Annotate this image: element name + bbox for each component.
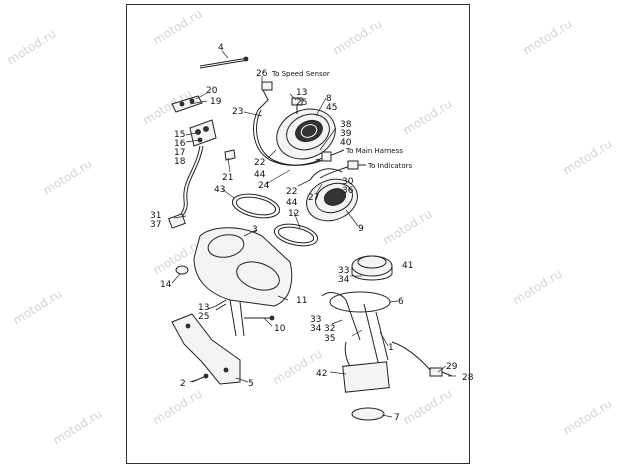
callout-35: 35 — [324, 334, 335, 344]
callout-38: 38 — [340, 120, 352, 130]
callout-34-lower: 34 — [310, 324, 322, 334]
callout-11: 11 — [296, 296, 307, 306]
part-41-sender-cap — [351, 255, 393, 281]
callout-44-upper: 44 — [254, 170, 266, 180]
callout-6: 6 — [398, 297, 404, 307]
part-6-ring — [329, 291, 391, 313]
callout-7: 7 — [394, 413, 400, 423]
callout-17: 17 — [174, 148, 185, 158]
callout-25-lower: 25 — [198, 312, 209, 322]
part-7-float-clip — [351, 407, 385, 421]
callout-41: 41 — [402, 261, 413, 271]
note-indicators: To Indicators — [367, 162, 413, 170]
callout-24: 24 — [258, 181, 270, 191]
callout-36: 36 — [342, 186, 354, 196]
part-43-gasket — [231, 193, 281, 219]
part-10-screw — [244, 315, 275, 321]
callout-19: 19 — [210, 97, 222, 107]
callout-45: 45 — [326, 103, 337, 113]
part-19-20-switch — [171, 95, 203, 113]
part-28-29-wire — [391, 341, 453, 377]
callout-16: 16 — [174, 139, 186, 149]
callout-4: 4 — [218, 43, 224, 53]
callout-13-upper: 13 — [296, 88, 307, 98]
callout-5: 5 — [248, 379, 254, 389]
part-13-25-bracket-lower — [215, 299, 227, 311]
callout-10: 10 — [274, 324, 286, 334]
part-5-bracket — [171, 313, 241, 385]
part-3-housing — [193, 227, 293, 337]
callout-22-upper: 22 — [254, 158, 265, 168]
callout-1: 1 — [388, 343, 394, 353]
part-2-screw — [191, 373, 209, 383]
callout-37: 37 — [150, 220, 161, 230]
callout-20: 20 — [206, 86, 218, 96]
callout-30: 30 — [342, 177, 354, 187]
callout-44-lower: 44 — [286, 198, 298, 208]
callout-18: 18 — [174, 157, 186, 167]
callout-34-upper: 34 — [338, 275, 350, 285]
part-9-tachometer — [306, 168, 358, 222]
note-speed-sensor: To Speed Sensor — [271, 70, 330, 78]
callout-9: 9 — [358, 224, 364, 234]
part-1-42-sender-assembly — [321, 292, 390, 393]
leader-lines — [171, 50, 456, 418]
callout-40: 40 — [340, 138, 352, 148]
part-13-25-bracket-upper — [291, 97, 303, 114]
callout-32: 32 — [324, 324, 335, 334]
callout-28: 28 — [462, 373, 474, 383]
callout-27: 27 — [308, 193, 319, 203]
callout-29: 29 — [446, 362, 458, 372]
callout-39: 39 — [340, 129, 352, 139]
callout-31: 31 — [150, 211, 161, 221]
callout-43: 43 — [214, 185, 225, 195]
callout-3: 3 — [252, 225, 258, 235]
part-15-18-bulb-block — [189, 119, 217, 147]
callout-14: 14 — [160, 280, 172, 290]
callout-25-upper: 25 — [296, 98, 307, 108]
callout-21: 21 — [222, 173, 233, 183]
callout-33-upper: 33 — [338, 266, 349, 276]
callout-22-lower: 22 — [286, 187, 297, 197]
part-4-rod — [199, 56, 249, 69]
part-30-36-connector — [319, 160, 366, 179]
part-14-grommet — [175, 265, 189, 275]
callout-2: 2 — [180, 379, 186, 389]
callout-12: 12 — [288, 209, 299, 219]
callout-26: 26 — [256, 69, 268, 79]
part-23-harness — [253, 81, 324, 166]
callout-15: 15 — [174, 130, 185, 140]
diagram-frame — [126, 4, 470, 464]
callout-8: 8 — [326, 94, 332, 104]
callout-33-lower: 33 — [310, 315, 321, 325]
note-main-harness: To Main Harness — [345, 147, 403, 155]
callout-23: 23 — [232, 107, 243, 117]
part-21-clip — [224, 149, 236, 161]
callout-13-lower: 13 — [198, 303, 209, 313]
part-12-gasket — [273, 223, 319, 247]
part-38-40-connector — [315, 149, 345, 162]
callout-42: 42 — [316, 369, 327, 379]
